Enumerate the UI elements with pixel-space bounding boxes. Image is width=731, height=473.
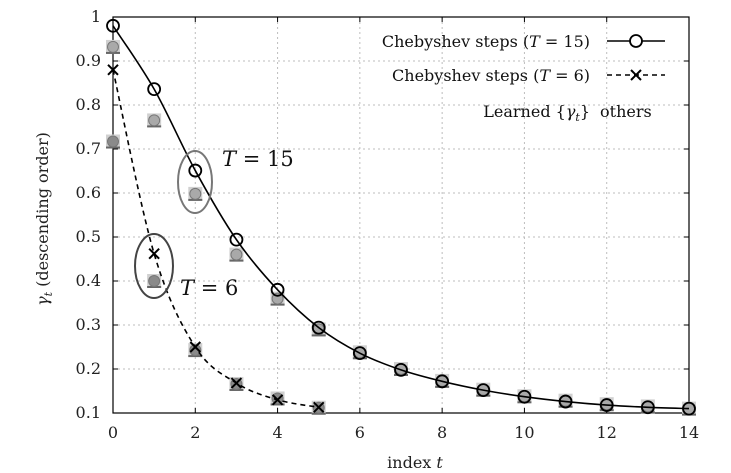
- y-tick-label: 0.7: [76, 139, 101, 158]
- cheb15-point: [311, 320, 326, 335]
- cheb6-point: [313, 401, 325, 413]
- annotation-ellipse-t6: [134, 233, 174, 299]
- y-tick-label: 1: [91, 7, 101, 26]
- y-tick-label: 0.8: [76, 95, 101, 114]
- legend-label-cheb6: Chebyshev steps (T = 6): [392, 66, 590, 85]
- annotation-t15-var: T: [222, 147, 238, 171]
- annotation-t15: T = 15: [222, 147, 294, 171]
- learned-point: [230, 248, 243, 261]
- legend-learned-sub: t: [575, 111, 580, 124]
- cheb15-point: [270, 282, 285, 297]
- y-tick-label: 0.4: [76, 271, 101, 290]
- annotations: T = 15 T = 6: [134, 147, 294, 300]
- cheb15-point: [435, 374, 450, 389]
- x-tick-label: 2: [190, 423, 200, 442]
- x-ticks: 0 2 4 6 8 10 12 14: [108, 17, 699, 442]
- cheb6-point: [107, 64, 119, 76]
- learned-point: [189, 344, 202, 357]
- cheb6-point-stroke: [107, 64, 119, 76]
- y-tick-label: 0.5: [76, 227, 101, 246]
- y-axis-label-var: γ: [33, 296, 52, 306]
- legend-swatch-cheb15-marker: [629, 34, 643, 48]
- cheb6-point: [230, 377, 243, 389]
- cheb6-point: [148, 248, 160, 260]
- y-tick-label: 0.3: [76, 315, 101, 334]
- x-tick-label: 6: [355, 423, 365, 442]
- grid: [113, 17, 689, 413]
- x-tick-label: 8: [437, 423, 447, 442]
- cheb6-point-stroke: [148, 248, 160, 260]
- cheb15-point: [106, 18, 120, 33]
- x-tick-label: 12: [597, 423, 617, 442]
- learned-point: [189, 187, 202, 200]
- legend-cheb15-post: = 15): [540, 32, 590, 51]
- x-tick-label: 0: [108, 423, 118, 442]
- cheb6-point-stroke: [313, 401, 325, 413]
- legend: Chebyshev steps (T = 15) Chebyshev steps…: [382, 32, 665, 124]
- cheb15-point: [682, 401, 696, 416]
- cheb15-point: [517, 389, 532, 404]
- legend-cheb6-pre: Chebyshev steps (: [392, 66, 539, 85]
- legend-cheb6-post: = 6): [550, 66, 590, 85]
- cheb15-point: [147, 82, 162, 97]
- cheb15-point: [352, 346, 367, 361]
- y-ticks: 0.1 0.2 0.3 0.4 0.5 0.6 0.7 0.8 0.9 1: [76, 7, 689, 422]
- x-tick-label: 10: [514, 423, 534, 442]
- cheb15-point: [394, 362, 408, 377]
- cheb15-point: [188, 163, 203, 178]
- legend-label-cheb15: Chebyshev steps (T = 15): [382, 32, 590, 51]
- x-axis-label-prefix: index: [387, 453, 436, 472]
- x-axis-label-var: t: [436, 453, 443, 472]
- legend-learned-pre: Learned {: [483, 102, 566, 121]
- learned-point: [148, 114, 161, 127]
- x-tick-label: 4: [272, 423, 282, 442]
- cheb15-point: [476, 383, 491, 398]
- legend-cheb15-T: T: [529, 32, 541, 51]
- x-tick-label: 14: [679, 423, 699, 442]
- plot-frame: [112, 16, 690, 414]
- annotation-t6: T = 6: [180, 276, 238, 300]
- cheb6-point-stroke: [271, 394, 284, 406]
- cheb15-point: [558, 394, 573, 409]
- y-tick-label: 0.6: [76, 183, 101, 202]
- y-axis-label: γt (descending order): [33, 132, 55, 306]
- cheb6-point-stroke: [230, 377, 243, 389]
- annotation-t6-eq: = 6: [194, 276, 238, 300]
- learned-point: [148, 275, 161, 287]
- y-tick-label: 0.9: [76, 51, 101, 70]
- legend-cheb6-T: T: [539, 66, 551, 85]
- legend-learned-gamma: γ: [566, 102, 576, 121]
- legend-learned-post: }: [580, 102, 590, 121]
- x-axis-label: index t: [387, 453, 443, 472]
- cheb15-point: [640, 400, 655, 415]
- y-axis-label-suffix: (descending order): [33, 132, 52, 292]
- series: [106, 18, 696, 416]
- legend-label-learned: Learned {γt}: [483, 102, 590, 124]
- annotation-ellipse-t15: [177, 150, 213, 214]
- annotation-t15-eq: = 15: [236, 147, 294, 171]
- legend-cheb15-pre: Chebyshev steps (: [382, 32, 529, 51]
- cheb6-point: [271, 394, 284, 406]
- axes: [112, 16, 690, 414]
- legend-swatch-cheb6-marker: [630, 69, 642, 81]
- legend-label-learned-extra: others: [600, 102, 652, 121]
- learned-point: [107, 40, 119, 53]
- y-tick-label: 0.1: [76, 403, 101, 422]
- cheb15-line: [112, 25, 690, 410]
- y-axis-label-sub: t: [42, 291, 55, 296]
- y-tick-label: 0.2: [76, 359, 101, 378]
- learned-point: [107, 135, 119, 148]
- cheb15-point: [599, 398, 614, 412]
- cheb15-point: [229, 232, 244, 247]
- annotation-t6-var: T: [180, 276, 196, 300]
- cheb6-point-stroke: [189, 341, 201, 353]
- cheb6-point: [189, 341, 201, 353]
